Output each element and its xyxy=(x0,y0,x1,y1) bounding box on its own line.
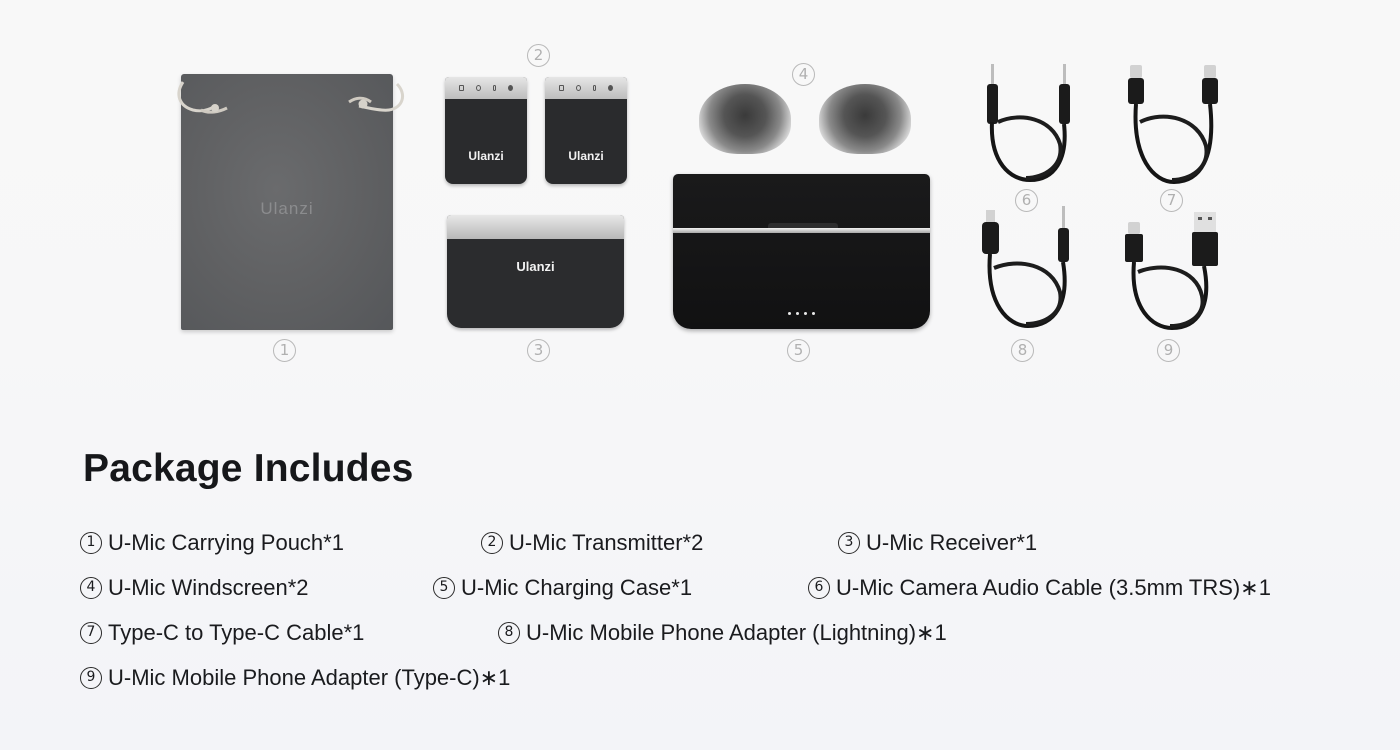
package-item-3: 3 U-Mic Receiver*1 xyxy=(838,530,1037,556)
case-silver-band xyxy=(673,228,930,233)
windscreen-image-2 xyxy=(819,84,911,154)
record-icon xyxy=(608,85,613,91)
number-badge-6: 6 xyxy=(1015,189,1038,212)
circled-number-1: 1 xyxy=(80,532,102,554)
receiver-brand-logo: Ulanzi xyxy=(516,259,555,274)
package-item-4: 4 U-Mic Windscreen*2 xyxy=(80,575,309,601)
circled-number-6: 6 xyxy=(808,577,830,599)
battery-indicator-dots xyxy=(673,312,930,315)
battery-icon xyxy=(459,85,464,91)
circled-number-3: 3 xyxy=(838,532,860,554)
indicator-dot xyxy=(788,312,791,315)
transmitter-image-1: Ulanzi xyxy=(445,77,527,184)
transmitter-brand-logo: Ulanzi xyxy=(568,149,604,163)
package-item-5: 5 U-Mic Charging Case*1 xyxy=(433,575,692,601)
battery-icon xyxy=(559,85,564,91)
indicator-dot xyxy=(804,312,807,315)
mic-icon xyxy=(593,85,596,91)
package-item-label: U-Mic Mobile Phone Adapter (Type-C)∗1 xyxy=(108,665,511,690)
transmitter-status-bar xyxy=(445,77,527,99)
drawstring-right-icon xyxy=(348,82,405,112)
circled-number-7: 7 xyxy=(80,622,102,644)
circled-number-8: 8 xyxy=(498,622,520,644)
windscreen-image-1 xyxy=(699,84,791,154)
transmitter-status-bar xyxy=(545,77,627,99)
circled-number-5: 5 xyxy=(433,577,455,599)
record-icon xyxy=(508,85,513,91)
lightning-adapter-cable-icon xyxy=(982,206,1069,329)
package-item-label: Type-C to Type-C Cable*1 xyxy=(108,620,365,645)
case-lid-notch xyxy=(768,223,838,229)
receiver-silver-top xyxy=(447,215,624,239)
transmitter-image-2: Ulanzi xyxy=(545,77,627,184)
package-item-6: 6 U-Mic Camera Audio Cable (3.5mm TRS)∗1 xyxy=(808,575,1271,601)
package-item-label: U-Mic Mobile Phone Adapter (Lightning)∗1 xyxy=(526,620,947,645)
number-badge-1: 1 xyxy=(273,339,296,362)
circled-number-4: 4 xyxy=(80,577,102,599)
package-item-label: U-Mic Charging Case*1 xyxy=(461,575,693,600)
package-item-2: 2 U-Mic Transmitter*2 xyxy=(481,530,703,556)
circled-number-9: 9 xyxy=(80,667,102,689)
number-badge-9: 9 xyxy=(1157,339,1180,362)
mic-icon xyxy=(493,85,496,91)
package-item-label: U-Mic Transmitter*2 xyxy=(509,530,704,555)
type-c-cable-icon xyxy=(1128,65,1218,185)
number-badge-5: 5 xyxy=(787,339,810,362)
package-item-7: 7 Type-C to Type-C Cable*1 xyxy=(80,620,364,646)
circled-number-2: 2 xyxy=(481,532,503,554)
number-badge-7: 7 xyxy=(1160,189,1183,212)
charging-case-image xyxy=(673,174,930,329)
link-icon xyxy=(476,85,481,91)
indicator-dot xyxy=(812,312,815,315)
package-item-8: 8 U-Mic Mobile Phone Adapter (Lightning)… xyxy=(498,620,947,646)
package-includes-heading: Package Includes xyxy=(83,447,414,490)
package-item-9: 9 U-Mic Mobile Phone Adapter (Type-C)∗1 xyxy=(80,665,510,691)
transmitter-brand-logo: Ulanzi xyxy=(468,149,504,163)
number-badge-2: 2 xyxy=(527,44,550,67)
package-item-label: U-Mic Windscreen*2 xyxy=(108,575,309,600)
trs-cable-icon xyxy=(987,64,1070,183)
pouch-brand-logo: Ulanzi xyxy=(260,199,314,218)
usb-adapter-cable-icon xyxy=(1125,212,1218,331)
package-item-1: 1 U-Mic Carrying Pouch*1 xyxy=(80,530,344,556)
number-badge-4: 4 xyxy=(792,63,815,86)
number-badge-8: 8 xyxy=(1011,339,1034,362)
indicator-dot xyxy=(796,312,799,315)
receiver-image: Ulanzi xyxy=(447,215,624,328)
number-badge-3: 3 xyxy=(527,339,550,362)
drawstring-left-icon xyxy=(177,81,228,114)
package-item-label: U-Mic Camera Audio Cable (3.5mm TRS)∗1 xyxy=(836,575,1271,600)
link-icon xyxy=(576,85,581,91)
product-showcase: Ulanzi 1 2 Ulanzi Ulanzi Ulanzi 3 4 xyxy=(177,44,1218,362)
package-item-label: U-Mic Receiver*1 xyxy=(866,530,1038,555)
package-item-label: U-Mic Carrying Pouch*1 xyxy=(108,530,344,555)
carrying-pouch-image: Ulanzi xyxy=(177,74,405,330)
